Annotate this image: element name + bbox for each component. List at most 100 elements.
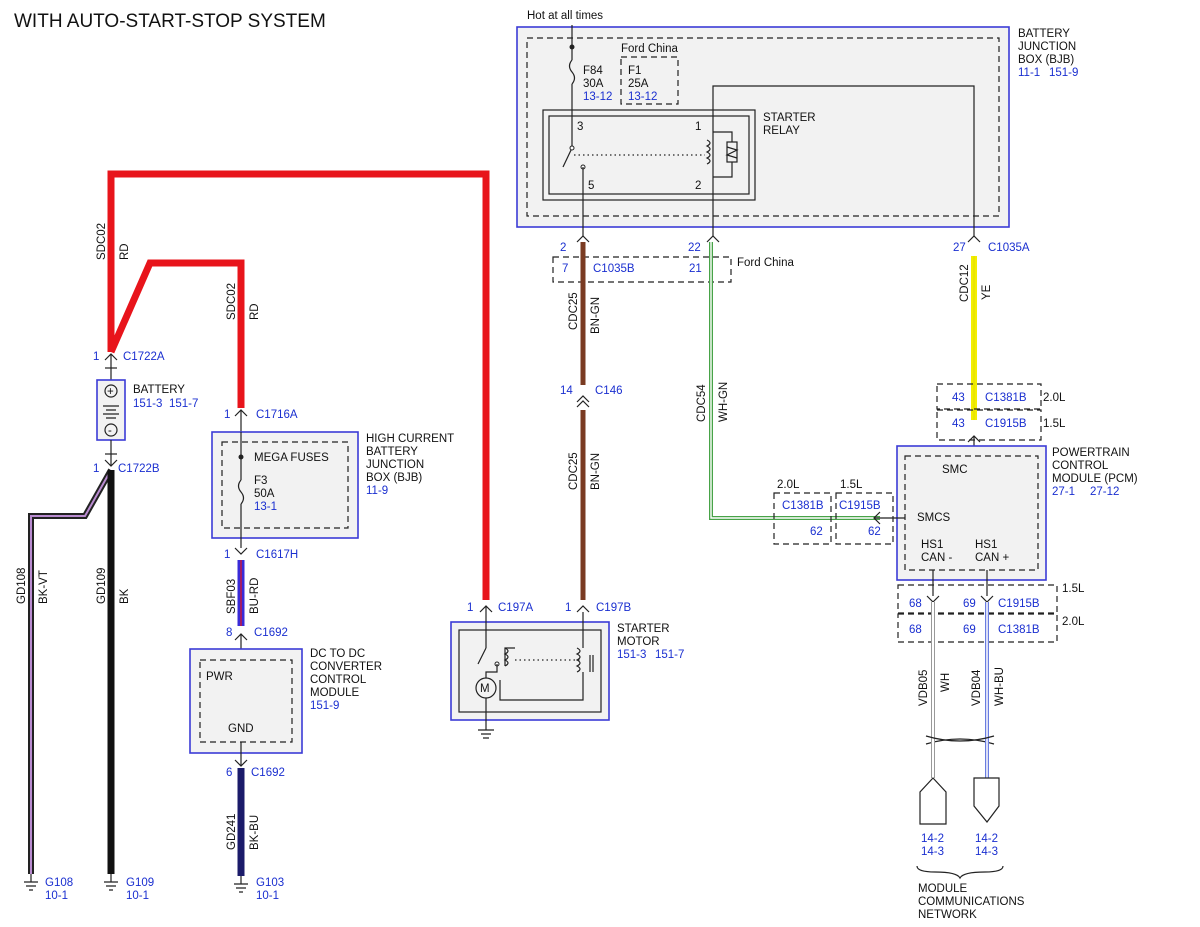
- bn-gn-label-lower: BN-GN: [590, 453, 602, 490]
- f1-feed-wire: [712, 85, 975, 236]
- f1-ref: 13-12: [628, 91, 657, 103]
- f3-rating: 50A: [254, 488, 275, 500]
- diagram-title: WITH AUTO-START-STOP SYSTEM: [14, 11, 326, 32]
- relay-pin-5: 5: [588, 180, 594, 192]
- c1381b-top-pin: 43: [952, 392, 965, 404]
- hcbjb-label-2: BATTERY: [366, 446, 418, 458]
- c1722b-name: C1722B: [118, 463, 160, 475]
- rd-label-short: RD: [249, 303, 261, 320]
- g109-ref: 10-1: [126, 890, 149, 902]
- hcbjb-label-3: JUNCTION: [366, 459, 424, 471]
- c1381b-top-box: [936, 383, 1042, 410]
- pcm-ref-2: 27-12: [1090, 486, 1119, 498]
- ye-label: YE: [981, 284, 993, 300]
- c1722a-pin: 1: [93, 351, 99, 363]
- c1381b-bot-pin-b: 69: [963, 624, 976, 636]
- relay-switch-arm: [562, 147, 573, 168]
- c1692-bot-arrow: [234, 759, 248, 767]
- arrow-c1035b-2: [576, 235, 590, 243]
- mcn-ref-a1: 14-2: [921, 833, 944, 845]
- c1915b-bot-pin-a: 68: [909, 598, 922, 610]
- cdc25-label-upper: CDC25: [568, 292, 580, 330]
- f84-name: F84: [583, 65, 603, 77]
- f1-rating: 25A: [628, 78, 649, 90]
- starter-relay-inner: [548, 115, 750, 195]
- c1617h-name: C1617H: [256, 549, 298, 561]
- c1915b-left-box: [835, 492, 894, 545]
- hcbjb-label-1: HIGH CURRENT: [366, 433, 454, 445]
- twisted-pair: [925, 735, 995, 745]
- battery-ref-1: 151-3: [133, 398, 162, 410]
- dcdc-gnd: GND: [228, 723, 254, 735]
- c1617h-arrow: [234, 547, 248, 555]
- c1035b-pin-7: 7: [562, 263, 568, 275]
- relay-pin-1: 1: [695, 121, 701, 133]
- c1915b-bot-box: [897, 584, 1058, 614]
- pcm-hs1-a: HS1: [921, 539, 943, 551]
- starter-contact-lead: [485, 664, 498, 678]
- c1035a-pin: 27: [953, 242, 966, 254]
- bjb-label-2: JUNCTION: [1018, 41, 1076, 53]
- c197a-pin: 1: [467, 602, 473, 614]
- mcn-ref-b1: 14-2: [975, 833, 998, 845]
- c146-pin: 14: [560, 385, 573, 397]
- starter-coil-return: [499, 672, 584, 701]
- arrow-c1035b-22: [706, 235, 720, 243]
- starter-motor-label-1: STARTER: [617, 623, 670, 635]
- gd108-wire-outer: [28, 468, 114, 874]
- fuse-f84-symbol: [568, 59, 576, 85]
- mega-fuses-label: MEGA FUSES: [254, 452, 329, 464]
- c1381b-bot-pin-a: 68: [909, 624, 922, 636]
- gd108-label: GD108: [16, 568, 28, 604]
- mcn-brace: [916, 865, 1004, 880]
- f1-name: F1: [628, 65, 641, 77]
- sbf03-label: SBF03: [226, 579, 238, 614]
- f84-rating: 30A: [583, 78, 604, 90]
- pcm-smcs: SMCS: [917, 512, 951, 524]
- cdc25-label-lower: CDC25: [568, 452, 580, 490]
- can-plus-arrow: [980, 595, 994, 603]
- fuse-f3-symbol: [237, 479, 245, 505]
- bk-label: BK: [119, 588, 131, 604]
- cdc54-wire-green: [709, 242, 880, 520]
- c1915b-top-name: C1915B: [985, 418, 1027, 430]
- c1915b-top-box: [936, 409, 1042, 441]
- starter-ground-icon: [478, 729, 494, 739]
- cdc54-wire-white: [710, 242, 880, 519]
- c1381b-bot-box: [897, 613, 1058, 643]
- f1-ford-china-box: [620, 56, 679, 105]
- c1915b-left-name: C1915B: [839, 500, 881, 512]
- starter-relay-label-2: RELAY: [763, 125, 800, 137]
- hot-splice: [569, 44, 575, 50]
- pcm-inner: [904, 455, 1039, 571]
- mcn-connector-a: [919, 777, 947, 825]
- starter-motor-label-2: MOTOR: [617, 636, 660, 648]
- starter-solenoid-switch: [477, 647, 487, 665]
- battery-plus-circle: [104, 384, 118, 398]
- gd109-label: GD109: [96, 568, 108, 604]
- relay-coil-symbol: [705, 139, 711, 165]
- starter-relay-box: [542, 109, 756, 201]
- bjb-label-1: BATTERY: [1018, 28, 1070, 40]
- dcdc-ref: 151-9: [310, 700, 339, 712]
- starter-relay-label-1: STARTER: [763, 112, 816, 124]
- bjb-pin-22: 22: [688, 242, 701, 254]
- vdb05-label: VDB05: [918, 670, 930, 706]
- g108-name: G108: [45, 877, 73, 889]
- c1035a-name: C1035A: [988, 242, 1030, 254]
- pcm-ref-1: 27-1: [1052, 486, 1075, 498]
- c1722b-arrow: [104, 459, 118, 467]
- c1381b-left-name: C1381B: [782, 500, 824, 512]
- starter-coil-loop: [504, 647, 515, 666]
- c1915b-top-pin: 43: [952, 418, 965, 430]
- c197a-name: C197A: [498, 602, 533, 614]
- rd-label-long: RD: [119, 243, 131, 260]
- hcbjb-ref: 11-9: [366, 485, 388, 497]
- g108-ground-icon: [24, 874, 38, 891]
- c1035b-pin-21: 21: [689, 263, 702, 275]
- c1716a-pin: 1: [224, 409, 230, 421]
- f1-ford-china: Ford China: [621, 43, 678, 55]
- c1722a-name: C1722A: [123, 351, 165, 363]
- gd241-label: GD241: [226, 814, 238, 850]
- relay-pin-3: 3: [577, 121, 583, 133]
